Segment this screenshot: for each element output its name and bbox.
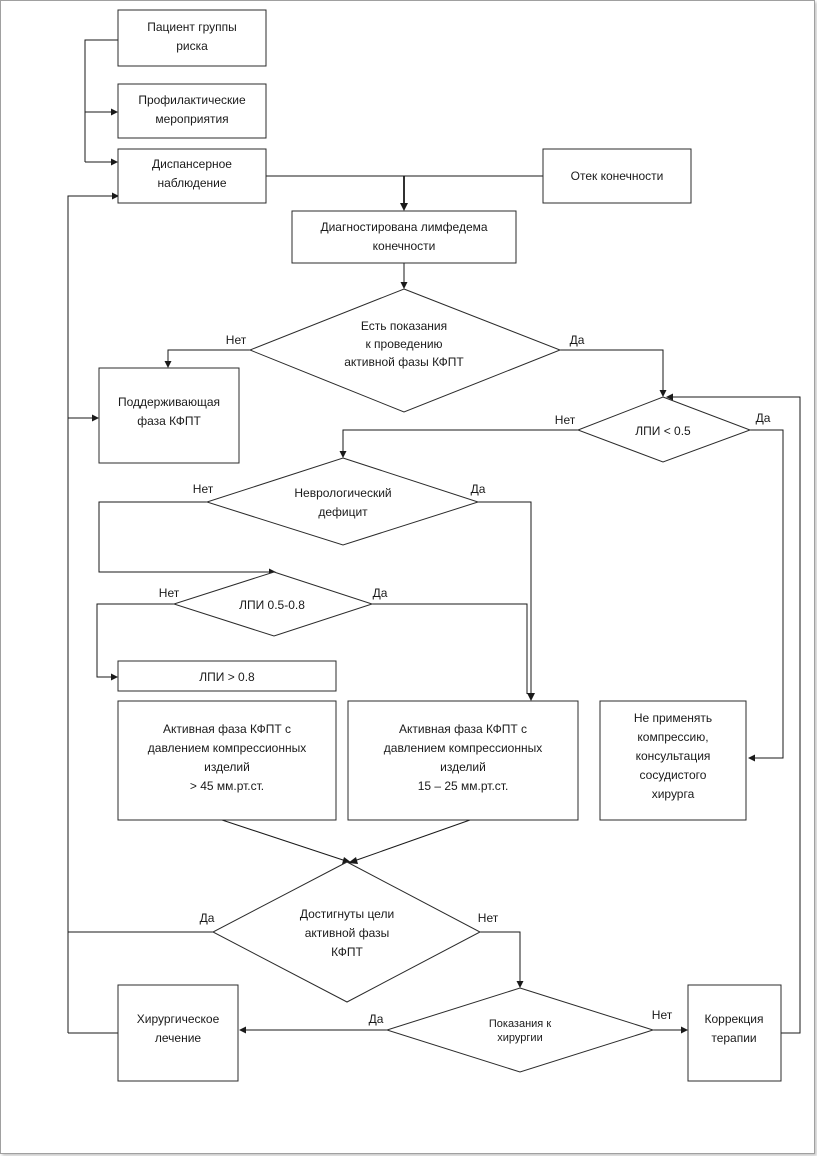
node-correction	[687, 984, 782, 1082]
connector-lpi-range-yes	[372, 603, 528, 694]
connector-correction-loop	[673, 396, 801, 1034]
connector-lpi-lt-yes	[750, 429, 784, 759]
arrowhead	[659, 390, 667, 397]
edge-label-yes: Да	[471, 482, 486, 496]
node-indications-active	[248, 288, 562, 413]
edge-label-no: Нет	[652, 1008, 673, 1022]
node-neuro	[205, 457, 480, 546]
text-lpi-range: ЛПИ 0.5-0.8	[239, 598, 305, 612]
node-surgery	[117, 984, 239, 1082]
node-edema	[542, 148, 692, 204]
arrowhead	[239, 1026, 246, 1034]
arrowhead	[748, 754, 755, 762]
connector-lpi-range-no	[96, 603, 174, 678]
node-goals	[211, 861, 482, 1003]
edge-label-yes: Да	[756, 411, 771, 425]
connector-high-goals	[221, 819, 347, 862]
node-active-high	[117, 700, 337, 821]
text-lpi-gt: ЛПИ > 0.8	[199, 670, 255, 684]
arrowhead	[666, 393, 673, 401]
edge-label-yes: Да	[373, 586, 388, 600]
edge-label-no: Нет	[555, 413, 576, 427]
arrowhead	[111, 158, 118, 166]
node-maintenance	[98, 367, 240, 464]
edge-label-no: Нет	[478, 911, 499, 925]
node-no-compression	[599, 700, 747, 821]
connector-patient-bracket	[84, 39, 118, 162]
edge-label-no: Нет	[226, 333, 247, 347]
arrowhead	[111, 673, 118, 681]
arrowhead	[527, 693, 535, 701]
connector-d1-no	[167, 349, 250, 362]
connector-lpi-lt-no	[342, 429, 578, 452]
node-patient-risk	[117, 9, 267, 67]
connectors	[67, 39, 801, 1034]
node-prevention	[117, 83, 267, 139]
arrowhead	[400, 282, 408, 289]
arrowhead	[516, 981, 524, 988]
arrowhead	[164, 361, 172, 368]
node-active-low	[347, 700, 579, 821]
arrowhead	[681, 1026, 688, 1034]
arrowhead	[92, 414, 99, 422]
node-diagnosed	[291, 210, 517, 264]
edge-label-yes: Да	[200, 911, 215, 925]
edge-label-no: Нет	[193, 482, 214, 496]
text-edema: Отек конечности	[571, 169, 664, 183]
text-lpi-lt: ЛПИ < 0.5	[635, 424, 691, 438]
shapes	[98, 9, 782, 1082]
edge-label-no: Нет	[159, 586, 180, 600]
connector-low-goals	[353, 819, 471, 862]
connector-neuro-yes	[478, 501, 532, 694]
node-lpi-lt	[576, 396, 752, 463]
connector-neuro-no	[98, 501, 269, 573]
node-lpi-gt	[117, 660, 337, 692]
node-surgery-ind	[385, 987, 655, 1073]
edge-labels: Нет Да Нет Да Нет Да Нет Да Да Нет Да Не…	[159, 333, 771, 1026]
arrowhead	[112, 192, 119, 200]
arrowhead	[339, 451, 347, 458]
arrowhead	[400, 203, 408, 211]
arrowhead	[111, 108, 118, 116]
arrowhead	[348, 857, 358, 864]
edge-label-yes: Да	[369, 1012, 384, 1026]
connector-goals-yes	[67, 195, 213, 933]
connector-goals-no	[480, 931, 521, 982]
connector-d1-yes	[560, 349, 664, 391]
node-dispensary	[117, 148, 267, 204]
edge-label-yes: Да	[570, 333, 585, 347]
node-lpi-range	[172, 571, 374, 637]
